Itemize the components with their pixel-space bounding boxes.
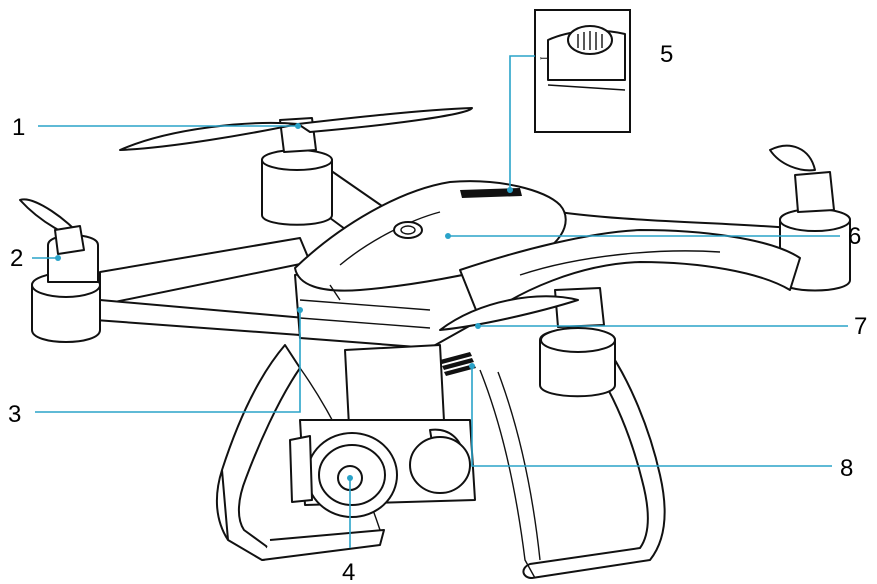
callout-leaders: [32, 55, 848, 548]
callout-numbers: 1 2 3 4 5 6 7 8: [8, 41, 867, 584]
callout-1: 1: [12, 114, 25, 141]
leader-8: [471, 366, 832, 467]
svg-text:ꟷ: ꟷ: [540, 54, 548, 65]
callout-5: 5: [660, 41, 673, 68]
rear-left-arm: [119, 107, 473, 241]
callout-7: 7: [854, 313, 867, 340]
callout-6: 6: [848, 223, 861, 250]
callout-3: 3: [8, 401, 21, 428]
leader-3: [35, 310, 301, 413]
drone-body: [294, 180, 801, 376]
gimbal-camera: [289, 344, 476, 518]
callout-8: 8: [840, 455, 853, 482]
front-left-arm: [19, 198, 311, 343]
leader-5: [509, 55, 535, 190]
callout-4: 4: [342, 559, 355, 584]
callout-2: 2: [10, 245, 23, 272]
battery-inset: ꟷ: [534, 9, 631, 133]
front-right-motor: [439, 287, 616, 398]
cooling-vents: [440, 352, 476, 376]
